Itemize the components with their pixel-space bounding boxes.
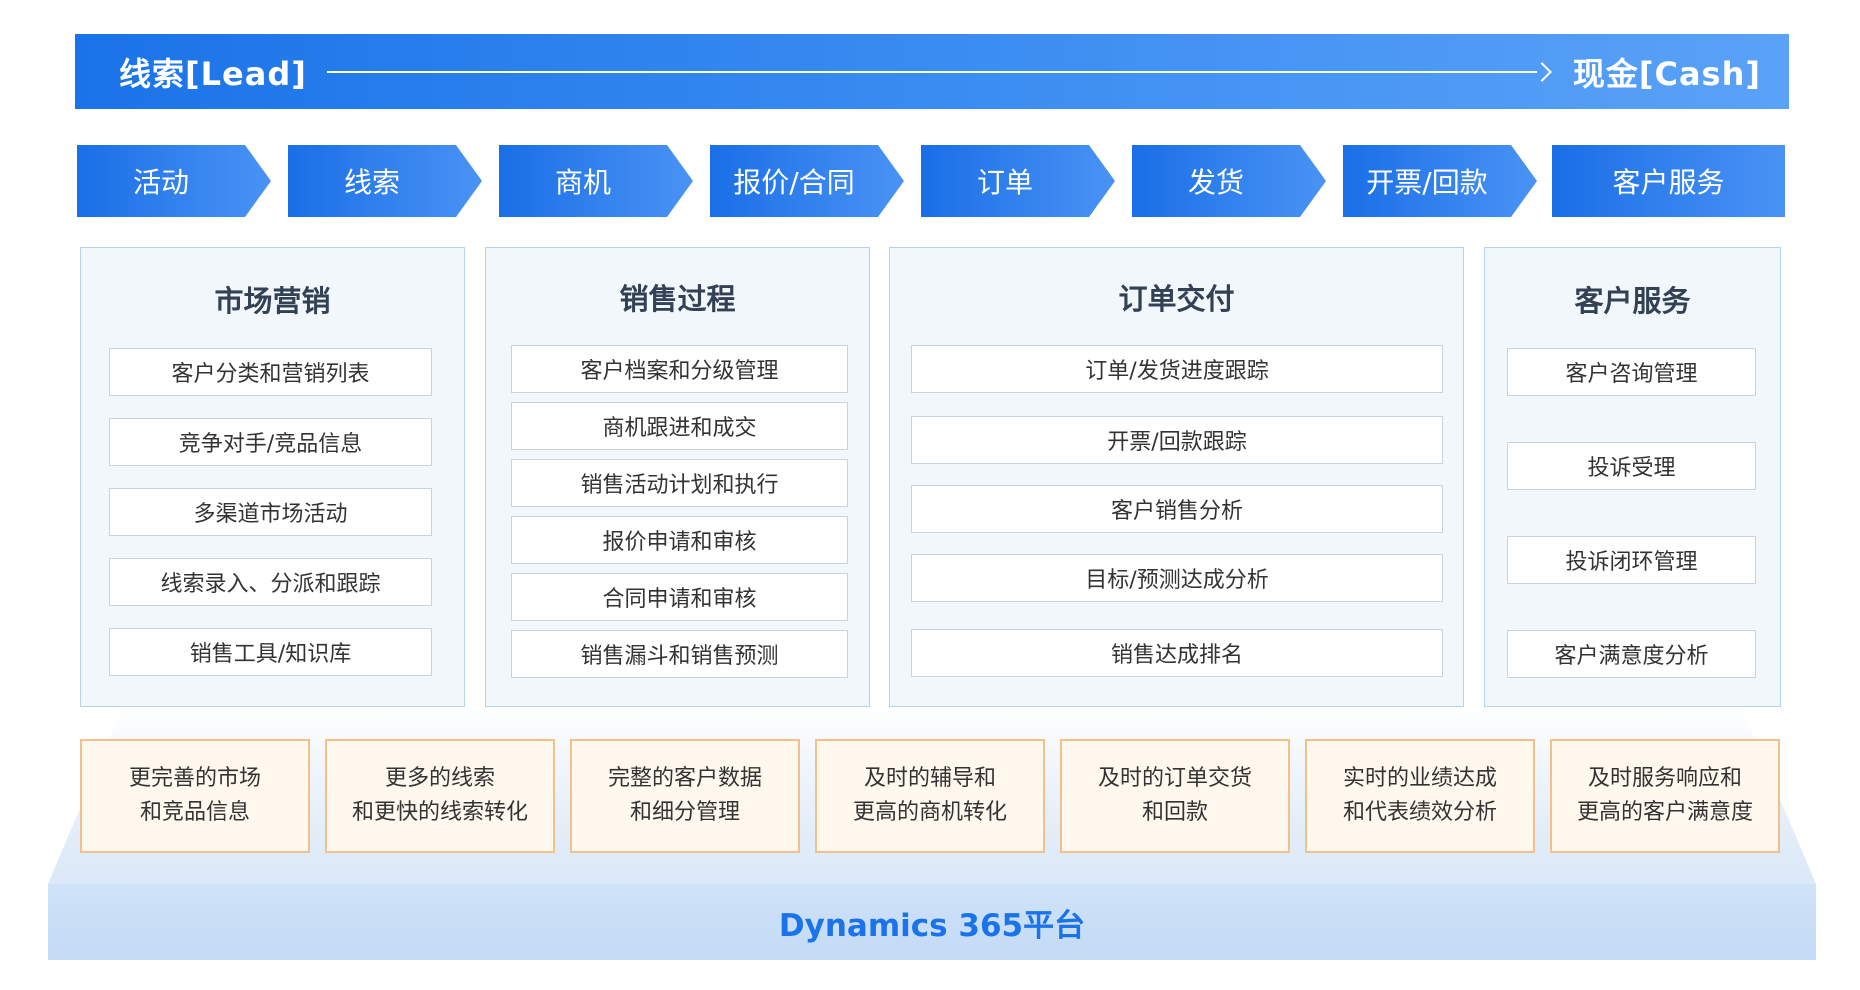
benefit-box: 完整的客户数据 和细分管理 [570,739,800,853]
panel-item: 商机跟进和成交 [511,402,848,450]
banner-cash-label: 现金[Cash] [1572,54,1761,93]
platform-bar: Dynamics 365平台 [48,884,1816,960]
panel-item: 报价申请和审核 [511,516,848,564]
panel-sales-process: 销售过程 客户档案和分级管理 商机跟进和成交 销售活动计划和执行 报价申请和审核… [485,247,870,707]
benefit-box: 及时的辅导和 更高的商机转化 [815,739,1045,853]
panel-item: 投诉受理 [1507,442,1756,490]
panel-title: 市场营销 [214,284,331,318]
panel-item: 合同申请和审核 [511,573,848,621]
panel-title: 销售过程 [619,282,736,316]
panel-order-delivery: 订单交付 订单/发货进度跟踪 开票/回款跟踪 客户销售分析 目标/预测达成分析 … [889,247,1464,707]
process-steps: 活动 线索 商机 报价/合同 订单 发货 开票/回款 客户服务 [77,145,1785,217]
benefit-line: 和竞品信息 [139,800,250,825]
panel-item: 客户满意度分析 [1507,630,1756,678]
panel-item: 客户档案和分级管理 [511,345,848,393]
benefit-line: 更高的商机转化 [852,800,1007,825]
benefit-box: 更多的线索 和更快的线索转化 [325,739,555,853]
panel-item: 销售工具/知识库 [109,628,432,676]
benefit-line: 完整的客户数据 [607,766,762,791]
benefit-line: 和代表绩效分析 [1342,800,1497,825]
panel-item: 销售活动计划和执行 [511,459,848,507]
benefit-line: 更完善的市场 [128,766,261,791]
step-activity: 活动 [77,145,271,217]
panel-customer-service: 客户服务 客户咨询管理 投诉受理 投诉闭环管理 客户满意度分析 [1484,247,1781,707]
panel-item: 多渠道市场活动 [109,488,432,536]
benefit-line: 和细分管理 [629,800,740,825]
panel-item: 销售漏斗和销售预测 [511,630,848,678]
benefit-box: 更完善的市场 和竞品信息 [80,739,310,853]
benefit-line: 更多的线索 [384,766,495,791]
panel-item: 销售达成排名 [911,629,1443,677]
panel-item: 客户咨询管理 [1507,348,1756,396]
panel-item: 客户分类和营销列表 [109,348,432,396]
step-quote-contract: 报价/合同 [710,145,904,217]
benefit-line: 及时的订单交货 [1097,766,1252,791]
benefit-box: 及时服务响应和 更高的客户满意度 [1550,739,1780,853]
arrow-right-icon [326,61,1552,82]
benefit-box: 及时的订单交货 和回款 [1060,739,1290,853]
step-shipping: 发货 [1132,145,1326,217]
benefit-box: 实时的业绩达成 和代表绩效分析 [1305,739,1535,853]
panel-marketing: 市场营销 客户分类和营销列表 竞争对手/竞品信息 多渠道市场活动 线索录入、分派… [80,247,465,707]
panel-title: 订单交付 [1118,282,1235,316]
banner-lead-label: 线索[Lead] [119,54,307,93]
benefit-line: 和更快的线索转化 [351,800,528,825]
panel-item: 订单/发货进度跟踪 [911,345,1443,393]
lead-to-cash-banner: 线索[Lead] 现金[Cash] [75,34,1789,109]
step-order: 订单 [921,145,1115,217]
panel-item: 竞争对手/竞品信息 [109,418,432,466]
panel-item: 目标/预测达成分析 [911,554,1443,602]
benefit-line: 及时的辅导和 [863,766,996,791]
panel-item: 开票/回款跟踪 [911,416,1443,464]
benefit-line: 实时的业绩达成 [1342,766,1497,791]
benefit-line: 更高的客户满意度 [1576,800,1753,825]
step-customer-service: 客户服务 [1552,145,1785,217]
step-invoice-payment: 开票/回款 [1343,145,1537,217]
panel-item: 线索录入、分派和跟踪 [109,558,432,606]
step-opportunity: 商机 [499,145,693,217]
benefit-line: 和回款 [1141,800,1208,825]
panel-item: 客户销售分析 [911,485,1443,533]
panel-title: 客户服务 [1574,284,1691,318]
step-lead: 线索 [288,145,482,217]
benefit-line: 及时服务响应和 [1587,766,1742,791]
panel-item: 投诉闭环管理 [1507,536,1756,584]
